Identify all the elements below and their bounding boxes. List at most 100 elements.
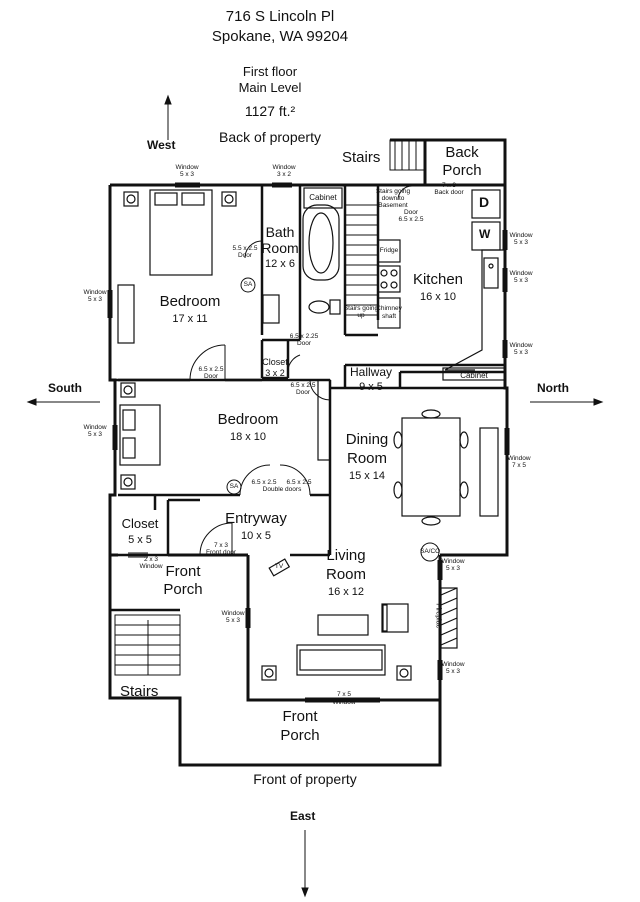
door-bed2-line2: Door bbox=[295, 389, 311, 396]
hallway-name: Hallway bbox=[349, 365, 392, 379]
door-bed2-line1: 6.5 x 2.5 bbox=[290, 382, 316, 389]
door-double-label: Double doors bbox=[262, 486, 302, 493]
fridge-label: Fridge bbox=[379, 247, 399, 254]
door-double-a: 6.5 x 2.5 bbox=[251, 479, 277, 486]
compass-west: West bbox=[147, 138, 176, 152]
door-bed1-line1: 6.5 x 2.5 bbox=[198, 366, 224, 373]
stairs-down-line1: Stairs going bbox=[375, 188, 411, 195]
window-kitchen2-line2: 5 x 3 bbox=[513, 277, 529, 284]
tv-label: TV bbox=[274, 563, 284, 570]
compass-east: East bbox=[290, 809, 316, 823]
area-label: 1127 ft.² bbox=[244, 103, 296, 119]
bedroom2-dims: 18 x 10 bbox=[229, 431, 267, 443]
window-kitchen3-line1: Window bbox=[509, 342, 533, 349]
dining-name-line2: Room bbox=[346, 450, 387, 467]
living-dims: 16 x 12 bbox=[327, 586, 365, 598]
entryway-name: Entryway bbox=[225, 510, 287, 527]
door-basement-line2: 6.5 x 2.5 bbox=[398, 216, 424, 223]
window-living-e2-line2: 5 x 3 bbox=[445, 668, 461, 675]
stairs-front-label: Stairs bbox=[120, 683, 159, 700]
living-name-line1: Living bbox=[326, 547, 366, 564]
closet-dims: 5 x 5 bbox=[128, 534, 152, 546]
door-closet-line1: 6.5 x 2.25 bbox=[289, 333, 319, 340]
cabinet-bath: Cabinet bbox=[309, 193, 337, 202]
door-back-line2: Back door bbox=[434, 189, 464, 196]
stairs-down-line2: down to bbox=[381, 195, 405, 202]
kitchen-dims: 16 x 10 bbox=[419, 291, 457, 303]
back-porch-line1: Back bbox=[445, 144, 479, 161]
door-bath-line2: Door bbox=[237, 252, 253, 259]
smoke-alarm-bedroom2 bbox=[226, 479, 242, 495]
entryway-dims: 10 x 5 bbox=[241, 530, 271, 542]
stairs-down-line3: Basement bbox=[378, 202, 408, 209]
closet-small-dims: 3 x 2 bbox=[265, 368, 285, 378]
front-porch-line1: Front bbox=[282, 708, 318, 725]
front-of-property-label: Front of property bbox=[253, 771, 357, 787]
chimney-line2: shaft bbox=[381, 313, 397, 320]
window-living-west-line2: 5 x 3 bbox=[225, 617, 241, 624]
compass-arrows bbox=[26, 94, 604, 898]
smoke-alarm-label-1: SA bbox=[243, 281, 253, 288]
floor-label: First floor bbox=[242, 64, 298, 79]
bath-dims: 12 x 6 bbox=[265, 258, 295, 270]
hallway-dims: 9 x 5 bbox=[359, 381, 383, 393]
stairs-lines bbox=[114, 139, 426, 676]
door-front-line1: 7 x 3 bbox=[213, 542, 229, 549]
window-kitchen1-line1: Window bbox=[509, 232, 533, 239]
back-of-property-label: Back of property bbox=[219, 129, 321, 145]
door-basement-line1: Door bbox=[403, 209, 419, 216]
window-kitchen1-line2: 5 x 3 bbox=[513, 239, 529, 246]
window-bed1-line2: 5 x 3 bbox=[87, 296, 103, 303]
door-double-b: 6.5 x 2.5 bbox=[286, 479, 312, 486]
window-living-e2-line1: Window bbox=[441, 661, 465, 668]
window-living-west-line1: Window bbox=[221, 610, 245, 617]
stairs-back-label: Stairs bbox=[342, 149, 381, 166]
front-porch-small-line1: Front bbox=[165, 563, 201, 580]
dining-dims: 15 x 14 bbox=[348, 470, 386, 482]
address-line2: Spokane, WA 99204 bbox=[211, 28, 349, 45]
front-porch-small-line2: Porch bbox=[163, 581, 203, 598]
door-closet-line2: Door bbox=[296, 340, 312, 347]
door-front-line2: Front door bbox=[206, 549, 236, 556]
kitchen-name: Kitchen bbox=[412, 271, 464, 288]
window-dining-line2: 7 x 5 bbox=[511, 462, 527, 469]
closet-small-name: Closet bbox=[262, 357, 288, 367]
window-top1-line1: Window bbox=[175, 164, 199, 171]
dryer-label: D bbox=[479, 194, 490, 210]
smoke-co-alarm-living bbox=[420, 542, 440, 562]
window-top2-line1: Window bbox=[272, 164, 296, 171]
window-kitchen2-line1: Window bbox=[509, 270, 533, 277]
front-porch-line2: Porch bbox=[280, 727, 320, 744]
bedroom1-name: Bedroom bbox=[159, 293, 221, 310]
stairs-up-line2: up bbox=[357, 312, 365, 319]
fireplace-label: Fireplac bbox=[434, 603, 442, 629]
dining-name-line1: Dining bbox=[345, 431, 389, 448]
bedroom1-dims: 17 x 11 bbox=[172, 313, 208, 325]
level-label: Main Level bbox=[238, 80, 302, 95]
window-bed2-line2: 5 x 3 bbox=[87, 431, 103, 438]
door-bath-line1: 5.5 x 2.5 bbox=[232, 245, 258, 252]
smoke-alarm-bedroom1 bbox=[240, 277, 256, 293]
smoke-co-alarm-label: SA/CO bbox=[420, 548, 441, 555]
chimney-line1: Chimney bbox=[376, 305, 402, 312]
window-kitchen3-line2: 5 x 3 bbox=[513, 349, 529, 356]
stairs-up-line1: Stairs going bbox=[343, 305, 379, 312]
washer-label: W bbox=[479, 227, 491, 241]
window-porch-small-line1: 2 x 3 bbox=[143, 556, 159, 563]
window-bed2-line1: Window bbox=[83, 424, 107, 431]
cabinet-kitchen: Cabinet bbox=[460, 371, 488, 380]
door-back-line1: 7 x 3 bbox=[441, 182, 457, 189]
window-dining-line1: Window bbox=[507, 455, 531, 462]
back-porch-line2: Porch bbox=[442, 162, 482, 179]
compass-north: North bbox=[537, 381, 569, 395]
door-bed1-line2: Door bbox=[203, 373, 219, 380]
window-top2-line2: 3 x 2 bbox=[276, 171, 292, 178]
bath-name-line1: Bath bbox=[265, 224, 295, 240]
living-name-line2: Room bbox=[325, 566, 366, 583]
window-living-e1-line1: Window bbox=[441, 558, 465, 565]
closet-name: Closet bbox=[121, 516, 159, 531]
doors bbox=[189, 185, 413, 556]
bedroom2-name: Bedroom bbox=[217, 411, 279, 428]
window-top1-line2: 5 x 3 bbox=[179, 171, 195, 178]
